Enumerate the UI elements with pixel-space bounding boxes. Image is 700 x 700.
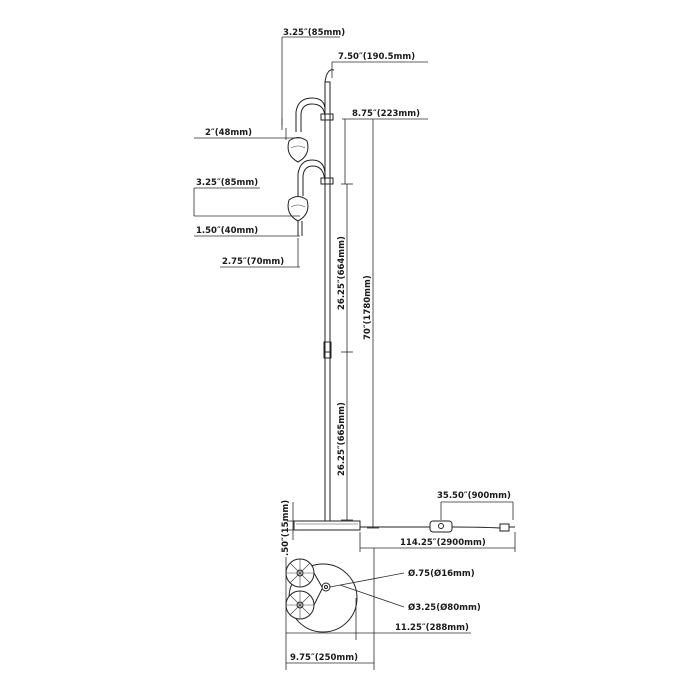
lamp-base (293, 520, 361, 531)
lower-arm-mount (320, 177, 334, 185)
label-pole-diameter: Ø.75(Ø16mm) (408, 568, 475, 579)
pole-center-icon (321, 582, 331, 592)
label-shade-spacing: 2.75″(70mm) (222, 257, 284, 267)
label-shade-gap: 1.50″(40mm) (196, 226, 258, 236)
label-arm-height: 8.75″(223mm) (352, 109, 420, 119)
pole-center-inner (324, 585, 328, 589)
pole-sleeve (323, 341, 332, 359)
lamp-side-view (287, 69, 515, 533)
upper-arm-inner (300, 103, 326, 132)
main-pole (324, 81, 331, 523)
label-switch-distance: 35.50″(900mm) (437, 491, 511, 501)
label-base-depth: 11.25″(288mm) (395, 623, 469, 633)
lower-arm (297, 159, 326, 196)
lower-arm-inner (302, 165, 326, 196)
power-plug (499, 523, 510, 532)
switch-button-icon (438, 523, 444, 529)
label-cord-length: 114.25″(2900mm) (400, 538, 486, 548)
label-shade-width-lower: 3.25″(85mm) (196, 178, 258, 188)
lower-shade (287, 196, 309, 222)
upper-arm (295, 97, 326, 132)
label-shade-height-top: 2″(48mm) (205, 128, 252, 138)
label-arm-reach: 7.50″(190.5mm) (338, 52, 415, 62)
upper-arm-mount (320, 113, 334, 121)
lower-shade-rib (290, 204, 306, 208)
upper-shade-rib (290, 145, 306, 149)
base-top-view (285, 548, 471, 670)
label-base-thickness: .50″(15mm) (281, 500, 291, 556)
label-base-width: 9.75″(250mm) (290, 653, 358, 663)
shade-plan-top (285, 558, 315, 588)
label-pole-lower-segment: 26.25″(665mm) (337, 402, 347, 476)
inline-switch (429, 520, 453, 533)
label-overall-height: 70″(1780mm) (363, 275, 373, 340)
label-shade-diameter: Ø3.25(Ø80mm) (408, 602, 481, 613)
upper-shade (287, 137, 309, 163)
dimension-lines (193, 36, 516, 552)
dimension-labels: 3.25″(85mm) 7.50″(190.5mm) 8.75″(223mm) … (196, 28, 511, 663)
label-shade-width-top: 3.25″(85mm) (283, 28, 345, 38)
shade-plan-bottom (285, 590, 315, 620)
pole-top-cap (324, 69, 335, 83)
label-pole-upper-segment: 26.25″(664mm) (337, 236, 347, 310)
